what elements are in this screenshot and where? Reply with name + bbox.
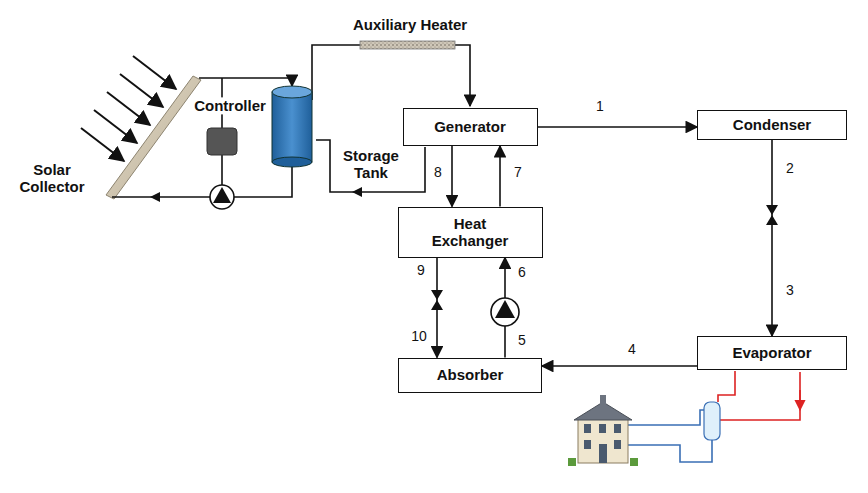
process-box: Condenser — [697, 110, 847, 140]
callout-number: 4 — [626, 341, 638, 357]
building-loop — [628, 371, 800, 462]
controller-box — [207, 128, 237, 155]
storage-tank — [272, 86, 312, 167]
process-box: Evaporator — [697, 336, 847, 370]
box-label: Condenser — [733, 116, 811, 133]
part-name: Solar Collector — [10, 161, 94, 196]
flow-connector — [451, 146, 453, 207]
flow-connector — [499, 146, 501, 207]
part-name: Storage Tank — [338, 147, 404, 182]
callout-number: 6 — [516, 264, 528, 280]
sun-rays — [81, 56, 176, 161]
flow-connector — [542, 365, 697, 367]
box-label: Absorber — [437, 366, 504, 383]
box-label: Generator — [434, 118, 506, 135]
heat-exchange-cylinder — [704, 402, 720, 440]
callout-number: 8 — [432, 164, 444, 180]
part-name: Controller — [192, 97, 268, 114]
collector-pump — [210, 185, 234, 209]
building-icon — [568, 395, 638, 466]
callout-number: 10 — [409, 328, 429, 344]
box-label: Heat Exchanger — [425, 215, 515, 250]
expansion-valve — [431, 290, 443, 310]
process-box: Generator — [403, 108, 538, 146]
callout-number: 7 — [512, 164, 524, 180]
callout-number: 9 — [415, 262, 427, 278]
flow-connector — [538, 126, 698, 128]
callout-number: 1 — [594, 98, 606, 114]
callout-number: 3 — [784, 282, 796, 298]
flow-arrow — [352, 187, 362, 197]
solution-pump — [491, 298, 519, 326]
callout-number: 5 — [516, 332, 528, 348]
part-name: Auxiliary Heater — [351, 16, 469, 33]
flow-connector — [771, 140, 773, 336]
flow-arrow — [150, 192, 160, 202]
solar-collector-panel — [106, 76, 201, 199]
box-label: Evaporator — [732, 344, 811, 361]
process-box: Heat Exchanger — [398, 207, 543, 258]
callout-number: 2 — [784, 160, 796, 176]
process-box: Absorber — [398, 358, 542, 393]
expansion-valve — [766, 205, 778, 225]
auxiliary-heater-bar — [360, 41, 455, 49]
